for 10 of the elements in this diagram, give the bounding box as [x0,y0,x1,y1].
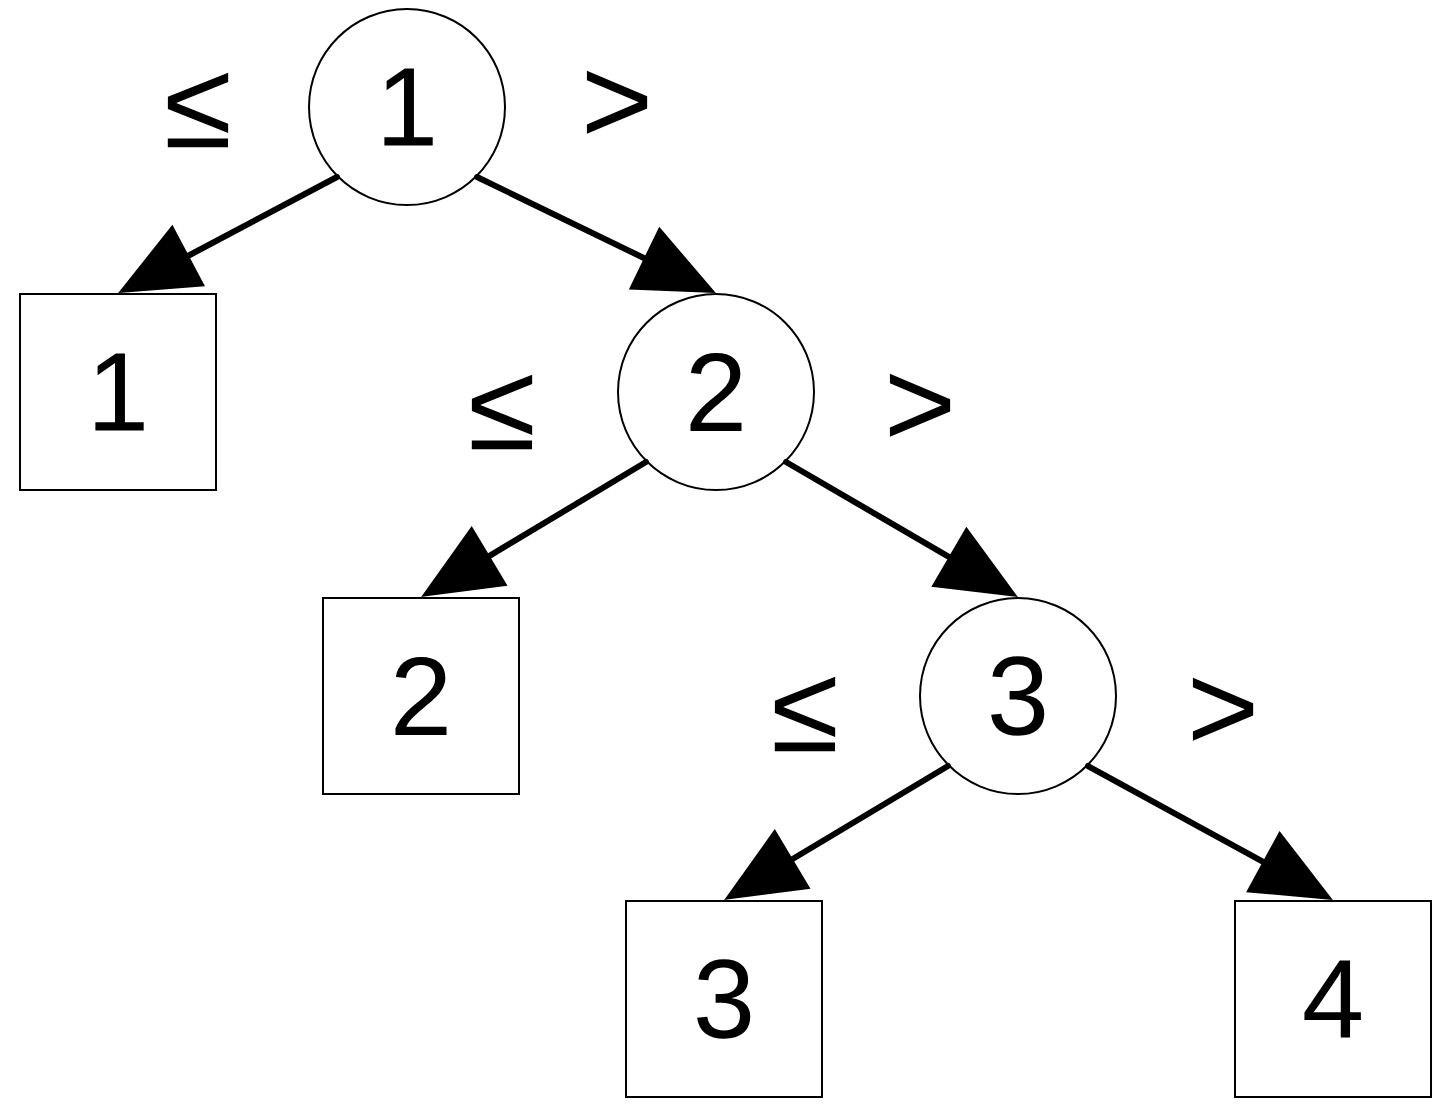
edge-label: > [889,373,951,437]
edge-label: ≤ [471,374,533,450]
edge-label: > [1192,677,1254,741]
leaf-box: 3 [625,900,823,1098]
edge-label: ≤ [167,72,229,148]
leaf-box: 2 [322,597,520,795]
edge-label: ≤ [774,676,836,752]
edge-label: > [586,70,648,134]
leaf-box: 4 [1234,900,1432,1098]
leaf-box: 1 [19,293,217,491]
